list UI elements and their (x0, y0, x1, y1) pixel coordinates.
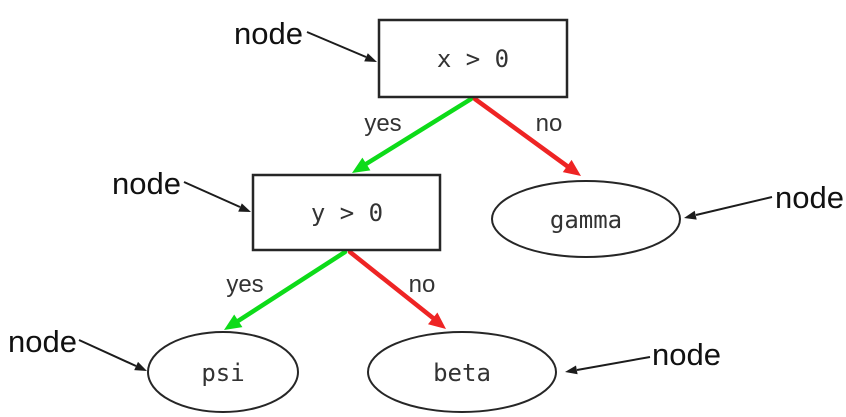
callout-label: node (775, 180, 844, 215)
edge-label-yes: yes (226, 271, 263, 298)
node-gamma-ellipse (491, 180, 681, 258)
yes-edge-line (363, 96, 474, 167)
node-branch-rect (251, 173, 442, 252)
callout-line (576, 356, 651, 371)
callout-psi: node (8, 324, 147, 371)
callout-line (306, 31, 367, 58)
node-root: x > 0 (377, 18, 569, 99)
callout-label: node (8, 324, 77, 359)
node-root-rect (377, 18, 569, 99)
callout-arrowhead-icon (565, 365, 578, 375)
edge-label-yes: yes (364, 110, 401, 137)
callout-label: node (112, 166, 181, 201)
callout-arrowhead-icon (134, 361, 147, 371)
callout-line (695, 196, 773, 216)
callout-line (78, 339, 137, 367)
yes-edge-arrowhead-icon (224, 314, 243, 330)
no-edge-line (472, 96, 570, 169)
yes-edge-line (235, 249, 348, 324)
edge-yes-root-to-branch: yes (352, 96, 474, 173)
edge-no-root-to-gamma: no (472, 96, 581, 176)
callout-root: node (234, 16, 377, 62)
callout-branch: node (112, 166, 251, 212)
node-branch: y > 0 (251, 173, 442, 252)
callout-arrowhead-icon (238, 203, 251, 212)
edge-label-no: no (409, 271, 436, 298)
no-edge-arrowhead-icon (562, 159, 581, 176)
no-edge-arrowhead-icon (428, 312, 446, 329)
callout-label: node (652, 337, 721, 372)
node-psi-label: psi (201, 359, 244, 387)
node-beta: beta (367, 331, 557, 413)
node-branch-label: y > 0 (311, 199, 383, 227)
callout-arrowhead-icon (684, 210, 697, 220)
node-gamma: gamma (491, 180, 681, 258)
edge-label-no: no (536, 110, 563, 137)
node-root-label: x > 0 (437, 45, 509, 73)
node-psi: psi (147, 331, 299, 413)
node-beta-ellipse (367, 331, 557, 413)
node-beta-label: beta (433, 359, 491, 387)
no-edge-line (347, 249, 436, 321)
edge-yes-branch-to-psi: yes (224, 249, 348, 330)
callout-line (183, 181, 241, 208)
yes-edge-arrowhead-icon (352, 157, 371, 173)
callout-beta: node (565, 337, 721, 375)
edge-no-branch-to-beta: no (347, 249, 446, 329)
callout-label: node (234, 16, 303, 51)
callout-arrowhead-icon (364, 53, 377, 62)
callout-gamma: node (684, 180, 844, 220)
node-gamma-label: gamma (550, 206, 622, 234)
node-psi-ellipse (147, 331, 299, 413)
